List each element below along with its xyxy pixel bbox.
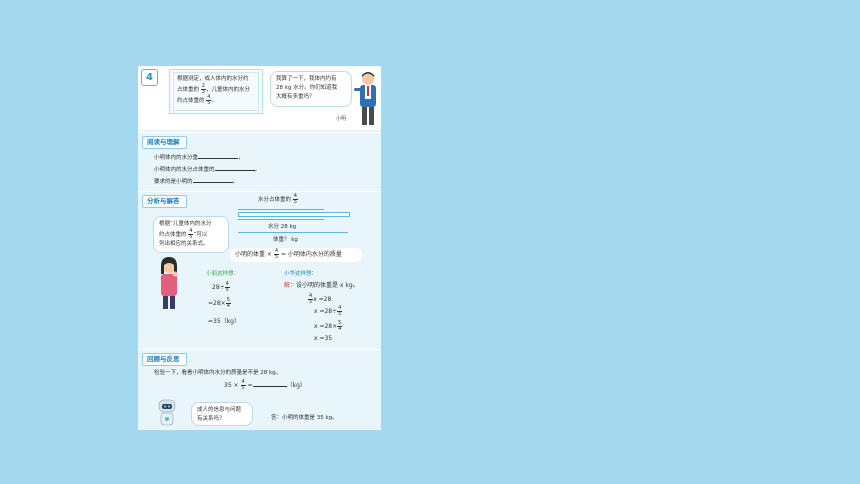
boy-name-label: 小明: [336, 116, 347, 122]
reading-line-1: 小明体内的水分重，: [154, 152, 244, 161]
intro-text: ，儿童体内的水分: [205, 87, 250, 93]
diagram-brace: [238, 232, 348, 233]
intro-text: 约占体重的: [177, 98, 205, 104]
section-header-review: 回顾与反思: [142, 353, 187, 366]
method-a-step-3: =35（kg）: [208, 318, 240, 325]
bubble-text: 我算了一下，我体内约有: [276, 76, 337, 82]
bubble-text: 28 kg 水分。你们知道我: [276, 85, 338, 91]
section-header-analysis: 分析与解答: [142, 195, 187, 208]
method-b-setup: 解：设小明的体重是 x kg。: [284, 282, 359, 289]
method-b-step-4: x =35: [314, 335, 333, 342]
intro-text: 。: [211, 98, 217, 104]
final-answer: 答：小明的体重是 35 kg。: [271, 415, 338, 421]
answer-blank[interactable]: [192, 176, 233, 183]
section-divider: [138, 132, 381, 133]
intro-text: 根据测定，成人体内的水分约: [177, 76, 249, 82]
boy-speech-bubble: 我算了一下，我体内约有 28 kg 水分。你们知道我 大概有多重吗？: [270, 71, 352, 107]
boy-illustration: [354, 72, 376, 125]
diagram-brace: [238, 209, 324, 210]
robot-speech-bubble: 成人的信息与问题 有关系吗？: [191, 402, 253, 426]
problem-number-badge: 4: [141, 69, 158, 86]
diagram-weight-label: 体重？ kg: [273, 237, 298, 243]
answer-blank[interactable]: [198, 152, 239, 159]
bubble-text: 大概有多重吗？: [276, 94, 315, 100]
reading-line-3: 要求的是小明的。: [154, 176, 238, 185]
diagram-brace: [238, 219, 324, 220]
intro-text: 占体重的: [177, 87, 200, 93]
reading-line-2: 小明体内的水分占体重的，: [154, 164, 260, 173]
answer-blank[interactable]: [252, 380, 287, 387]
method-a-title: 小丽这样想：: [206, 271, 240, 277]
robot-illustration: [158, 399, 176, 426]
section-divider: [138, 349, 381, 350]
section-divider: [138, 191, 381, 192]
review-check-line: 检验一下，看看小明体内水分的质量是不是 28 kg。: [154, 370, 282, 376]
girl-illustration: [161, 257, 178, 309]
answer-blank[interactable]: [214, 164, 255, 171]
section-header-reading: 阅读与理解: [142, 136, 187, 149]
diagram-water-label: 水分 28 kg: [268, 224, 297, 230]
diagram-weight-bar: [238, 212, 350, 217]
method-b-title: 小华这样想：: [284, 271, 318, 277]
